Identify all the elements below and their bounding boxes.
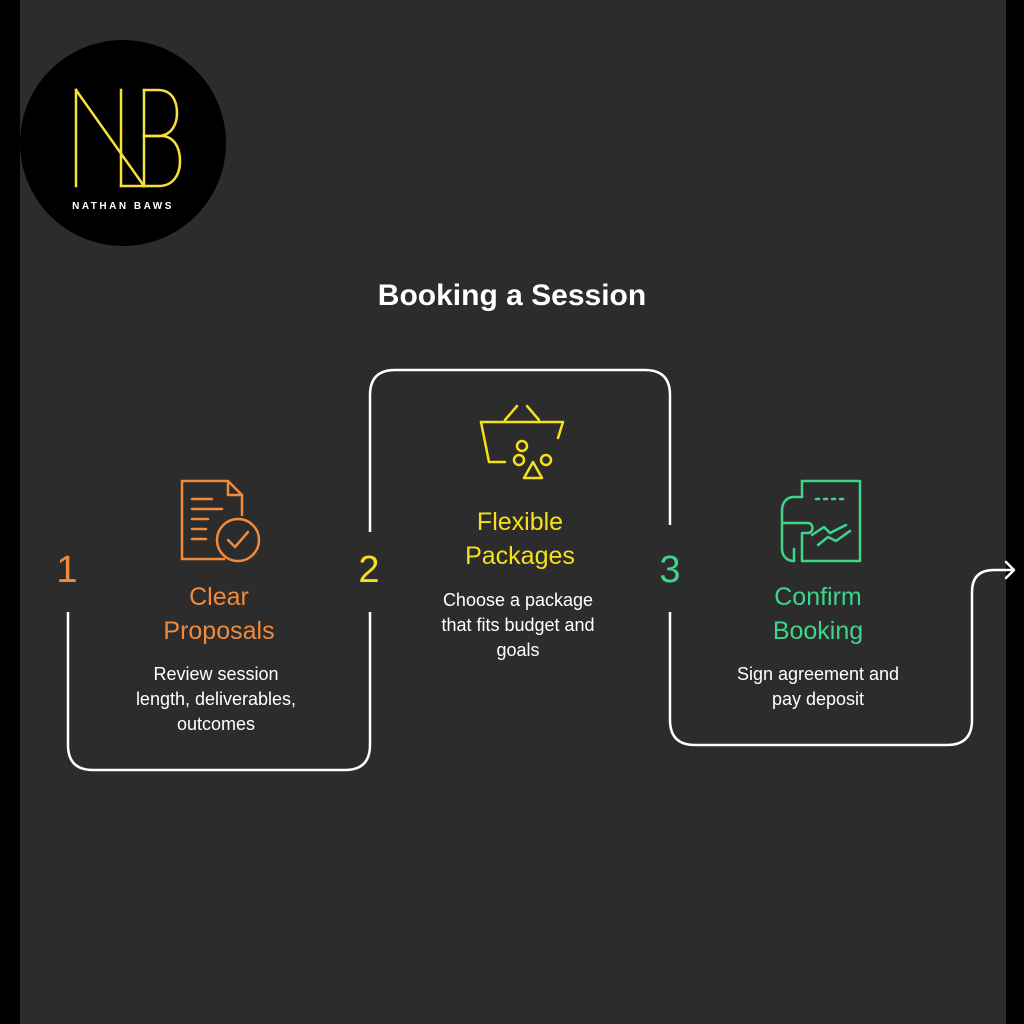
step2-heading: Flexible Packages [465, 508, 575, 570]
arrow-head-icon [1004, 560, 1016, 580]
step3-description: Sign agreement and pay deposit [736, 664, 900, 709]
step1-connector [66, 612, 372, 772]
step2-connector [368, 368, 672, 532]
step2-number: 2 [358, 549, 380, 591]
step3-connector [668, 568, 1014, 747]
step3-heading: Confirm Booking [772, 583, 864, 645]
step1-description: Review session length, deliverables, out… [135, 664, 297, 734]
step3-number: 3 [659, 549, 681, 591]
nb-monogram-icon [74, 88, 182, 188]
basket-icon [479, 404, 565, 480]
step1-heading: Clear Proposals [163, 583, 275, 645]
diagram-title: Booking a Session [377, 279, 647, 312]
brand-name: NATHAN BAWS [72, 201, 174, 212]
document-check-icon [180, 479, 261, 563]
step1-number: 1 [56, 549, 78, 591]
brand-logo: NATHAN BAWS [20, 40, 226, 246]
step2-description: Choose a package that fits budget and go… [441, 590, 595, 660]
ticket-hand-icon [780, 479, 862, 563]
